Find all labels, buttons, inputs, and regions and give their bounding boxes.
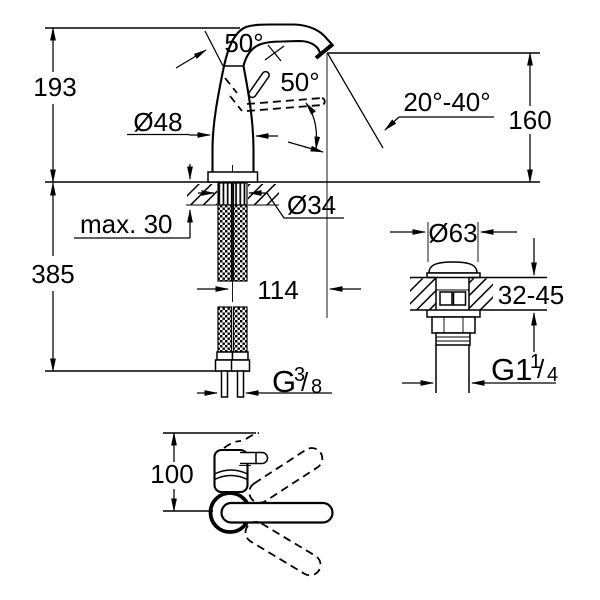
dim-114-label: 114 <box>257 275 298 305</box>
supply-hoses <box>214 204 251 398</box>
waste-deck-hatch-left <box>410 278 436 310</box>
shank-thread-right <box>232 182 248 206</box>
dim-body-diameter-label: Ø48 <box>133 107 182 137</box>
deck-hatch-right <box>248 184 279 205</box>
faucet-outline <box>207 23 384 183</box>
front-view: 193 385 160 50° 50° 20°-40° Ø48 <box>31 23 552 399</box>
waste-deck-hatch-right <box>469 278 493 310</box>
waste-dome-cap <box>428 261 478 274</box>
dim-3245-label: 32-45 <box>498 280 565 310</box>
lever-lowered-dashed-cap <box>321 97 326 106</box>
waste-window-right <box>452 291 467 306</box>
hose-right-pipe-end <box>236 370 245 398</box>
spout-inner-curve <box>242 39 321 67</box>
dim-shank-diameter-label: Ø34 <box>287 190 336 220</box>
deck-hatch-left <box>187 184 217 205</box>
body-right-edge <box>242 65 255 172</box>
spout-angle-leader-arrow <box>175 49 207 69</box>
plan-spout-hidden-dash-2 <box>245 432 260 440</box>
shank-diameter-leader <box>266 192 344 219</box>
plan-cartridge-arc-1 <box>214 469 248 475</box>
lever-lowered-dashed-top <box>246 97 323 105</box>
aerator-angle-leader-arrow <box>384 116 400 131</box>
waste-upper-flange <box>426 272 481 279</box>
waste-detail-view: Ø63 32-45 G1 1 / 4 <box>390 218 564 393</box>
body-reflection-dash-1 <box>224 77 238 94</box>
plan-lever-swung-up <box>248 447 324 504</box>
mounting-shank <box>186 182 279 206</box>
dim-max-depth-label: max. 30 <box>80 209 173 239</box>
dim-385-label: 385 <box>31 259 74 289</box>
dim-waste-diameter-label: Ø63 <box>428 218 477 248</box>
plan-body <box>213 448 249 494</box>
spout-angle-reference-line <box>204 30 224 67</box>
hose-right-upper <box>232 204 248 282</box>
dimensions-front: 193 385 160 50° 50° 20°-40° Ø48 <box>31 27 552 399</box>
plan-spout-hidden-dash-1 <box>223 440 242 449</box>
spout-outer-curve <box>222 23 334 67</box>
hose-left-pipe-end <box>220 370 229 398</box>
shank-thread-left <box>217 182 233 206</box>
base-flange <box>207 171 259 183</box>
hose-left-collar <box>216 351 234 361</box>
dim-193-label: 193 <box>33 72 76 102</box>
hose-right-collar <box>231 351 249 361</box>
plan-view: 100 <box>150 432 334 577</box>
waste-thread-label: G1 1 / 4 <box>491 351 558 387</box>
hose-right-lower <box>232 306 248 353</box>
hose-left-lower <box>217 306 233 353</box>
waste-window-left <box>439 291 453 306</box>
waste-thread-section <box>435 332 471 346</box>
waste-lower-flange <box>426 309 481 318</box>
lever-angle-lower-leg <box>287 141 324 153</box>
spout-outlet-face <box>314 42 335 60</box>
hose-right-nut <box>230 359 251 372</box>
body-left-edge <box>211 65 226 172</box>
plan-cartridge-arc-2 <box>214 474 248 481</box>
water-stream-line <box>327 53 384 149</box>
lever-raised <box>248 70 270 99</box>
lever-angle-arc <box>305 102 321 150</box>
dim-100-label: 100 <box>150 459 193 489</box>
plan-lever-center-position <box>220 501 334 524</box>
plan-spout-pipe <box>240 451 269 465</box>
waste-hex-nut <box>431 316 476 334</box>
dim-aerator-angle-label: 20°-40° <box>403 87 490 117</box>
hose-thread-label: G 3 / 8 <box>272 364 322 399</box>
spout-angle-tick-2 <box>267 44 282 62</box>
dim-160-label: 160 <box>508 105 551 135</box>
body-reflection-dash-2 <box>229 95 243 112</box>
dim-spout-angle-label: 50° <box>224 28 263 58</box>
dim-lever-angle-label: 50° <box>280 67 319 97</box>
plan-lever-swung-down <box>244 521 322 577</box>
hose-left-upper <box>217 204 233 282</box>
